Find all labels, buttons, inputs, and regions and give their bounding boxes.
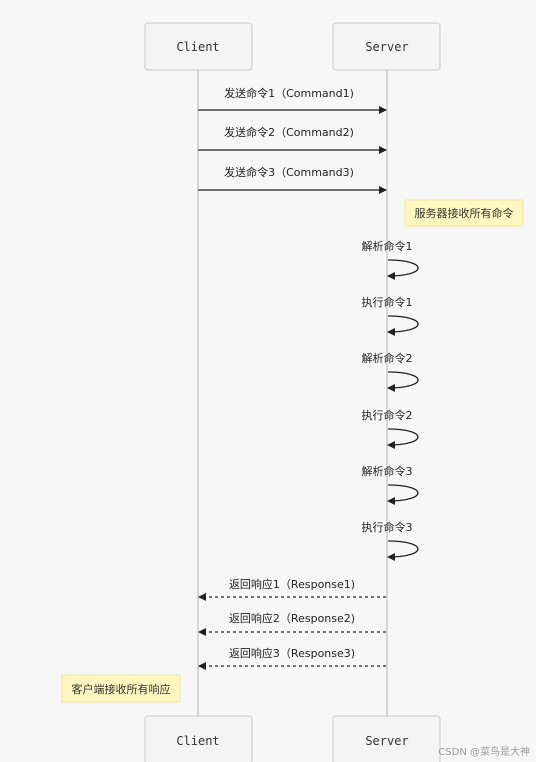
client-actor-bottom-label: Client [176, 734, 219, 748]
server-actor-top: Server [332, 22, 441, 71]
message-command-2: 发送命令2（Command2) [198, 125, 387, 154]
self-message-parse-1: 解析命令1 [362, 239, 419, 280]
watermark: CSDN @菜鸟是大神 [438, 745, 530, 758]
self-message-label: 解析命令2 [362, 351, 413, 365]
self-loop-arrow [387, 259, 419, 280]
self-message-label: 执行命令2 [362, 408, 413, 422]
server-actor-bottom: Server [332, 715, 441, 762]
self-message-exec-1: 执行命令1 [362, 295, 419, 336]
client-actor-top-label: Client [176, 40, 219, 54]
message-response-3: 返回响应3（Response3) [198, 646, 386, 670]
self-message-label: 解析命令3 [362, 464, 413, 478]
message-label: 发送命令2（Command2) [224, 125, 354, 139]
self-message-parse-3: 解析命令3 [362, 464, 419, 505]
client-note-text: 客户端接收所有响应 [72, 682, 171, 696]
message-label: 返回响应3（Response3) [229, 646, 355, 660]
server-actor-top-label: Server [365, 40, 408, 54]
message-label: 返回响应2（Response2) [229, 611, 355, 625]
message-response-1: 返回响应1（Response1) [198, 577, 386, 601]
message-label: 返回响应1（Response1) [229, 577, 355, 591]
self-loop-arrow [387, 315, 419, 336]
message-response-2: 返回响应2（Response2) [198, 611, 386, 636]
self-loop-arrow [387, 371, 419, 392]
self-message-exec-2: 执行命令2 [362, 408, 419, 449]
self-message-label: 执行命令3 [362, 520, 413, 534]
self-message-exec-3: 执行命令3 [362, 520, 419, 561]
self-message-label: 执行命令1 [362, 295, 413, 309]
self-message-parse-2: 解析命令2 [362, 351, 419, 392]
server-note-text: 服务器接收所有命令 [415, 206, 514, 220]
self-loop-arrow [387, 540, 419, 561]
self-loop-arrow [387, 484, 419, 505]
self-loop-arrow [387, 428, 419, 449]
message-label: 发送命令1（Command1) [224, 86, 354, 100]
client-actor-bottom: Client [144, 715, 253, 762]
server-note: 服务器接收所有命令 [404, 199, 524, 227]
message-command-3: 发送命令3（Command3) [198, 165, 387, 194]
client-actor-top: Client [144, 22, 253, 71]
server-actor-bottom-label: Server [365, 734, 408, 748]
client-note: 客户端接收所有响应 [61, 674, 181, 703]
message-label: 发送命令3（Command3) [224, 165, 354, 179]
self-message-label: 解析命令1 [362, 239, 413, 253]
message-command-1: 发送命令1（Command1) [198, 86, 387, 114]
